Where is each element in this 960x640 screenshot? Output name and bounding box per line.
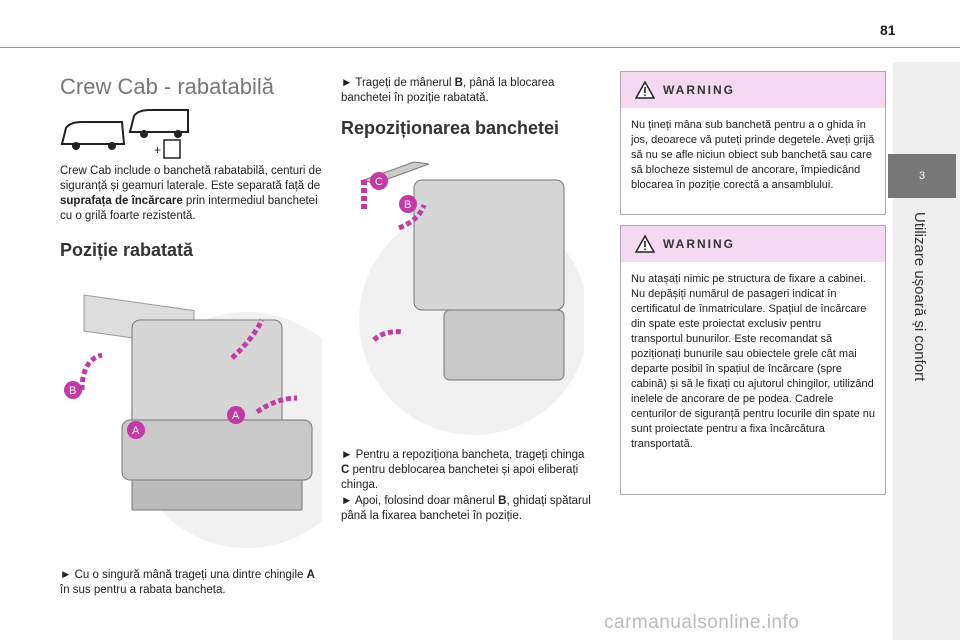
subtitle-reposition: Repoziționarea banchetei xyxy=(341,118,560,138)
subtitle-folded: Poziție rabatată xyxy=(60,240,194,260)
warning-header: WARNING xyxy=(621,72,885,108)
warning-text: Nu atașați nimic pe structura de fixare … xyxy=(631,273,875,450)
warning-box-1: WARNING Nu țineți mâna sub banchetă pent… xyxy=(620,71,886,215)
label-a2: A xyxy=(232,410,240,422)
label-c: C xyxy=(375,176,383,188)
section-title: Crew Cab - rabatabilă xyxy=(60,74,274,99)
chapter-title: Utilizare ușoară și confort xyxy=(911,212,928,382)
warning-text: Nu țineți mâna sub banchetă pentru a o g… xyxy=(631,119,875,191)
header-rule xyxy=(0,47,960,48)
label-b2: B xyxy=(404,199,411,211)
page-number: 81 xyxy=(880,22,896,38)
folded-seat-illustration: B A A xyxy=(64,294,322,548)
step-reposition-2: ► Apoi, folosind doar mânerul B, ghidați… xyxy=(341,495,591,522)
warning-title: WARNING xyxy=(663,83,735,97)
watermark: carmanualsonline.info xyxy=(604,612,800,633)
warning-header: WARNING xyxy=(621,226,885,262)
svg-text:+: + xyxy=(154,143,161,157)
vehicle-icons: + xyxy=(60,109,189,159)
warning-title: WARNING xyxy=(663,237,735,251)
chapter-number[interactable]: 3 xyxy=(888,154,956,198)
warning-box-2: WARNING Nu atașați nimic pe structura de… xyxy=(620,225,886,495)
intro-paragraph: Crew Cab include o banchetă rabatabilă, … xyxy=(60,165,322,222)
step-reposition-1: ► Pentru a repoziționa bancheta, trageți… xyxy=(341,449,585,491)
step-handle: ► Trageți de mânerul B, până la blocarea… xyxy=(341,77,555,104)
label-a1: A xyxy=(132,425,140,437)
reposition-seat-illustration: C B xyxy=(359,161,584,435)
warning-icon xyxy=(635,235,655,253)
step-fold: ► Cu o singură mână trageți una dintre c… xyxy=(60,569,315,596)
warning-icon xyxy=(635,81,655,99)
label-b: B xyxy=(69,385,76,397)
